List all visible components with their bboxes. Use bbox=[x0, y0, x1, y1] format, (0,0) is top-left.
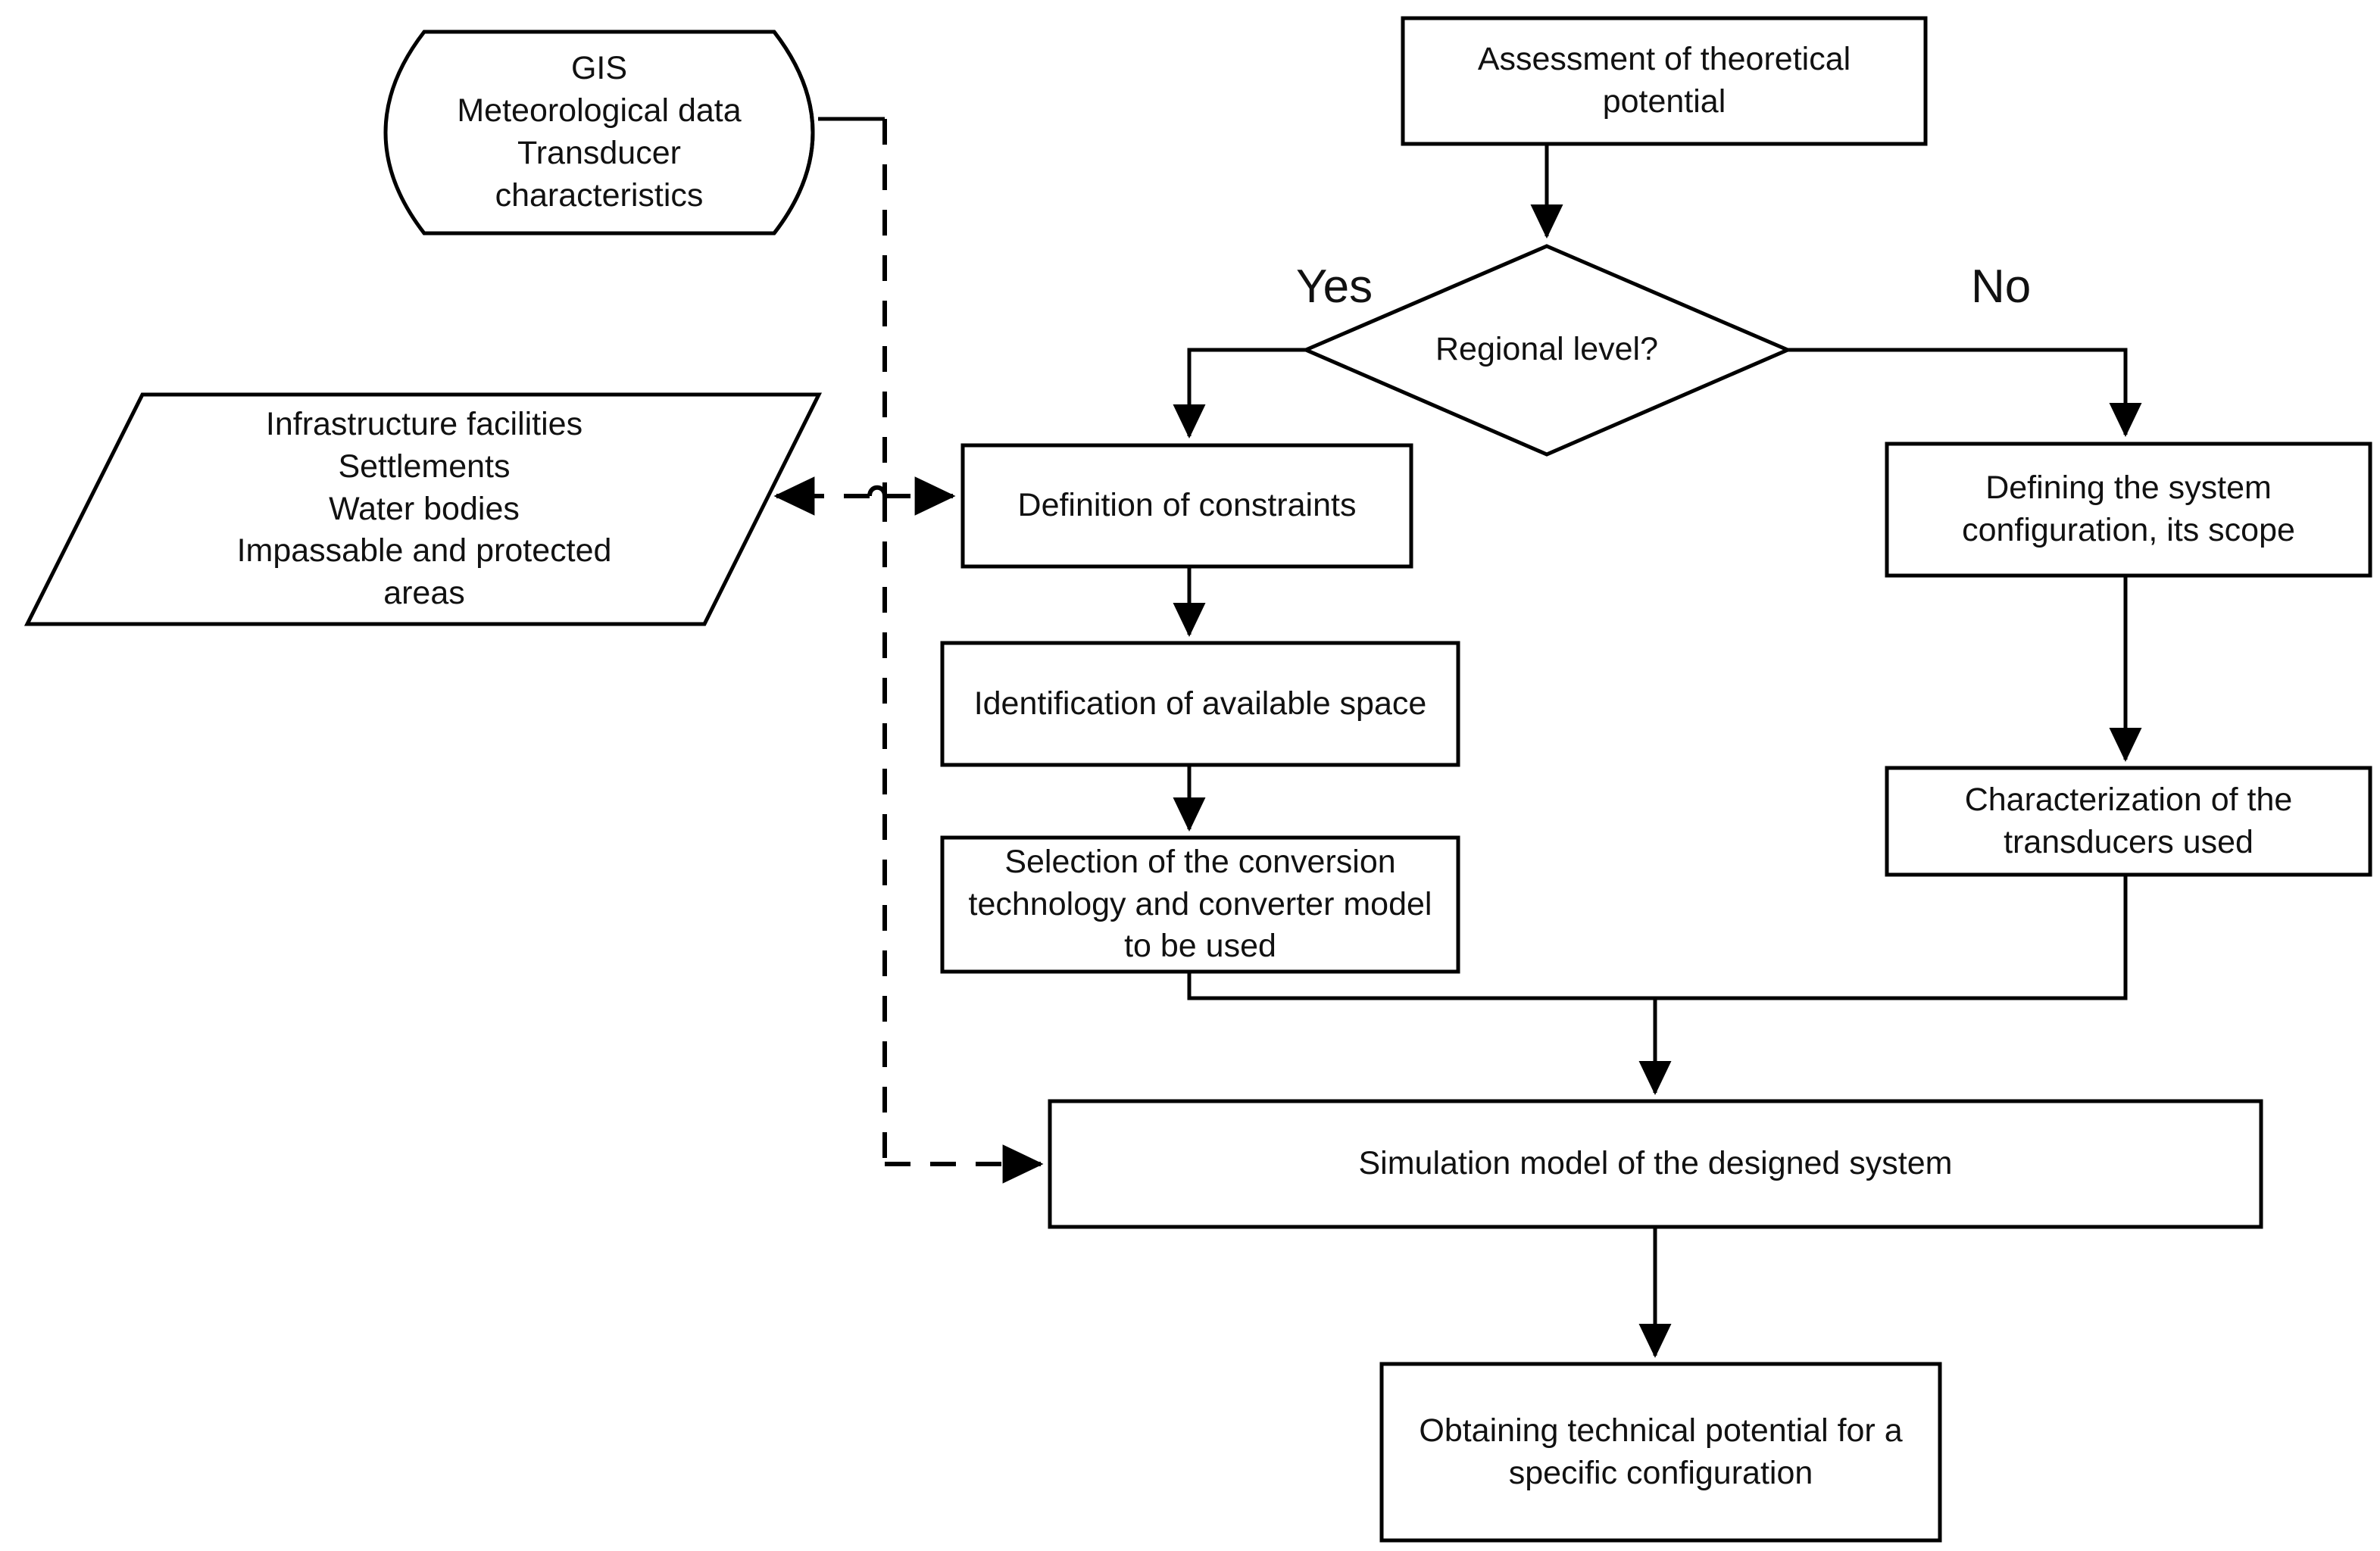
characterization-label: Characterization of the transducers used bbox=[1964, 781, 2293, 860]
defining-system-box-shape bbox=[1885, 442, 2372, 578]
assessment-box-shape bbox=[1401, 16, 1928, 146]
definition-constraints-label: Definition of constraints bbox=[1017, 487, 1357, 524]
decision-diamond-shape bbox=[1301, 244, 1793, 457]
edge-decision-yes-to-constraints bbox=[1173, 348, 1306, 439]
constraints-data-label: Infrastructure facilities Settlements Wa… bbox=[236, 405, 612, 612]
simulation-label: Simulation model of the designed system bbox=[1358, 1145, 1953, 1182]
selection-technology-label: Selection of the conversion technology a… bbox=[968, 843, 1432, 965]
characterization-box-shape bbox=[1885, 766, 2372, 877]
definition-constraints-box-shape bbox=[960, 443, 1413, 569]
constraints-data-parallelogram-shape bbox=[23, 392, 823, 626]
simulation-box-shape bbox=[1048, 1099, 2263, 1229]
edge-label-no: No bbox=[1971, 261, 2032, 313]
data-store-label: GIS Meteorological data Transducer chara… bbox=[457, 50, 742, 214]
edge-trunk-line-jump bbox=[867, 485, 887, 497]
data-store-cylinder-shape bbox=[383, 30, 815, 236]
identification-space-label: Identification of available space bbox=[973, 685, 1427, 722]
obtaining-label: Obtaining technical potential for a spec… bbox=[1419, 1412, 1903, 1491]
defining-system-label: Defining the system configuration, its s… bbox=[1962, 470, 2295, 548]
edge-characterization-to-merge-bus bbox=[1655, 875, 2128, 1000]
edge-selection-to-merge-bus bbox=[1187, 972, 1655, 1000]
selection-technology-box-shape bbox=[940, 835, 1460, 974]
edge-decision-no-to-defining-system bbox=[1788, 348, 2142, 438]
edge-label-yes: Yes bbox=[1296, 261, 1373, 313]
obtaining-box-shape bbox=[1379, 1362, 1942, 1543]
assessment-label: Assessment of theoretical potential bbox=[1477, 41, 1851, 120]
identification-space-box-shape bbox=[940, 641, 1460, 767]
decision-label: Regional level? bbox=[1435, 331, 1659, 368]
